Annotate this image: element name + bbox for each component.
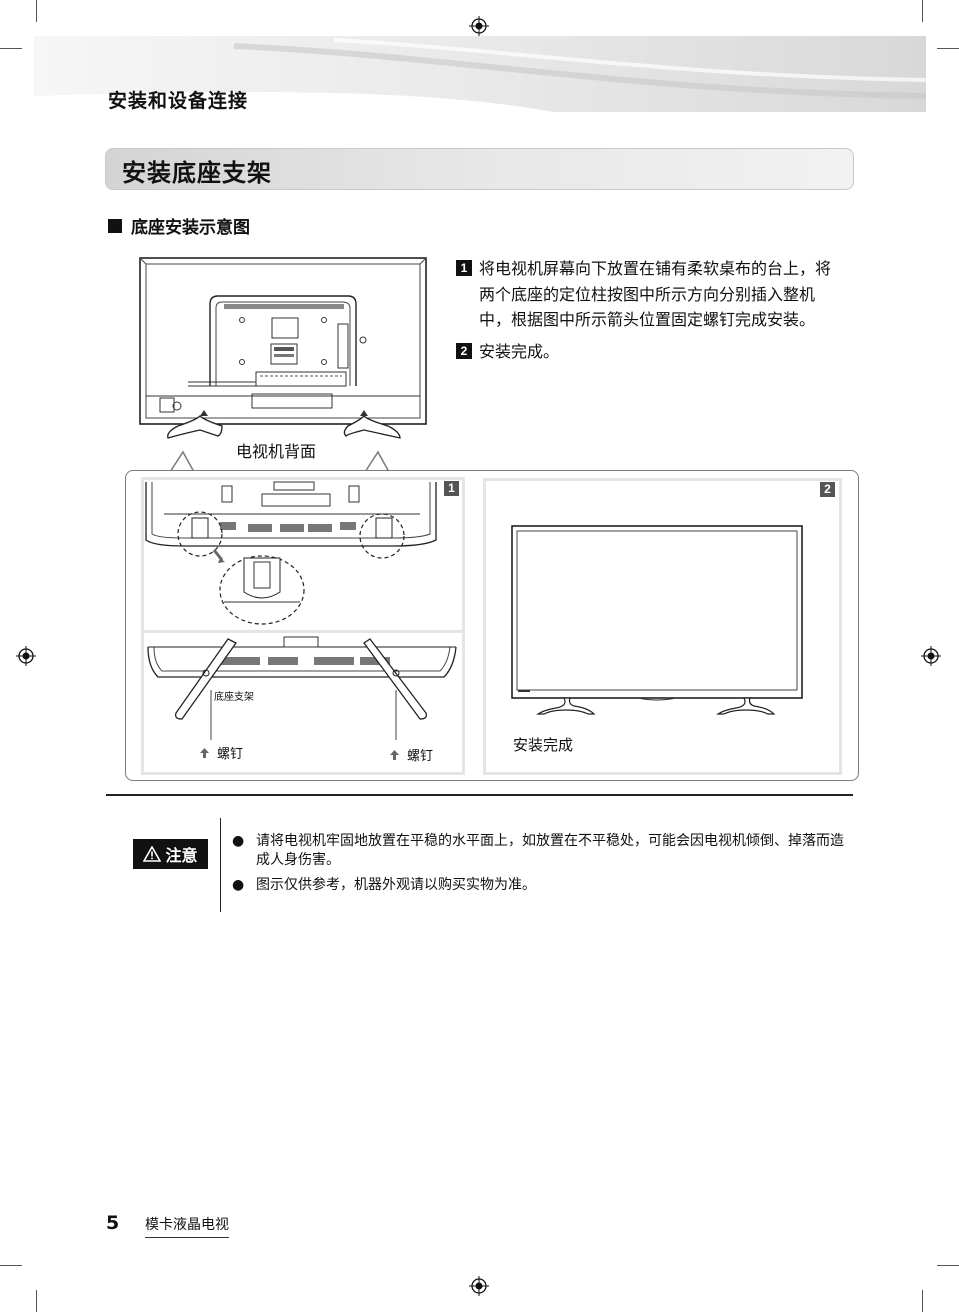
- screw-label-right: 螺钉: [390, 745, 433, 764]
- base-stand-label: 底座支架: [214, 692, 254, 703]
- crop-mark: [922, 0, 923, 22]
- crop-mark: [36, 0, 37, 22]
- tv-front-illustration: [511, 525, 803, 715]
- callout-pointers: [169, 450, 390, 473]
- registration-mark-icon: [16, 646, 36, 666]
- step-item: 2 安装完成。: [456, 339, 856, 365]
- caution-notes: ● 请将电视机牢固地放置在平稳的水平面上，如放置在不平稳处，可能会因电视机倾倒、…: [232, 832, 844, 901]
- crop-mark: [0, 48, 22, 49]
- leader-line: [210, 690, 212, 740]
- step-number-badge: 1: [456, 260, 472, 276]
- document-name: 模卡液晶电视: [145, 1214, 229, 1238]
- subheading-text: 底座安装示意图: [131, 218, 250, 238]
- leader-line: [395, 690, 397, 740]
- caution-badge: 注意: [133, 839, 208, 869]
- install-complete-label: 安装完成: [513, 736, 574, 754]
- installation-steps: 1 将电视机屏幕向下放置在铺有柔软桌布的台上，将两个底座的定位柱按图中所示方向分…: [456, 256, 856, 370]
- registration-mark-icon: [469, 16, 489, 36]
- title-bar: [105, 148, 854, 190]
- crop-mark: [36, 1290, 37, 1312]
- step-number-badge: 2: [456, 342, 472, 359]
- section-divider: [106, 794, 853, 796]
- arrow-up-icon: [200, 747, 209, 758]
- header-band: [34, 36, 926, 112]
- bullet-icon: ●: [232, 877, 245, 893]
- arrow-up-icon: [390, 749, 399, 760]
- tv-back-label: 电视机背面: [236, 442, 317, 461]
- caution-note-text: 图示仅供参考，机器外观请以购买实物为准。: [256, 877, 536, 893]
- screw-text: 螺钉: [217, 747, 244, 762]
- tv-bottom-detail-illustration: [145, 481, 437, 625]
- page-title: 安装底座支架: [122, 159, 272, 187]
- panel-number-badge: 1: [444, 481, 459, 496]
- screw-text: 螺钉: [407, 749, 434, 764]
- crop-mark: [0, 1265, 22, 1266]
- section-title: 安装和设备连接: [108, 90, 249, 112]
- registration-mark-icon: [469, 1276, 489, 1296]
- crop-mark: [922, 1290, 923, 1312]
- square-bullet-icon: [108, 218, 122, 233]
- page-number: 5: [106, 1212, 120, 1234]
- warning-triangle-icon: [143, 846, 162, 862]
- caution-label: 注意: [165, 846, 198, 865]
- screw-label-left: 螺钉: [200, 743, 243, 762]
- bullet-icon: ●: [232, 833, 245, 849]
- caution-note: ● 图示仅供参考，机器外观请以购买实物为准。: [232, 876, 844, 895]
- step-text: 安装完成。: [479, 341, 560, 361]
- panel-number-badge: 2: [820, 482, 835, 497]
- tv-with-stands-illustration: [147, 636, 457, 720]
- caution-separator: [220, 818, 221, 912]
- subheading: 底座安装示意图: [108, 213, 250, 238]
- crop-mark: [937, 1265, 959, 1266]
- step-text: 将电视机屏幕向下放置在铺有柔软桌布的台上，将两个底座的定位柱按图中所示方向分别插…: [479, 259, 832, 329]
- registration-mark-icon: [921, 646, 941, 666]
- caution-note: ● 请将电视机牢固地放置在平稳的水平面上，如放置在不平稳处，可能会因电视机倾倒、…: [232, 832, 844, 870]
- caution-note-text: 请将电视机牢固地放置在平稳的水平面上，如放置在不平稳处，可能会因电视机倾倒、掉落…: [256, 833, 844, 868]
- crop-mark: [937, 48, 959, 49]
- step-item: 1 将电视机屏幕向下放置在铺有柔软桌布的台上，将两个底座的定位柱按图中所示方向分…: [456, 256, 856, 333]
- tv-back-illustration: [139, 257, 427, 439]
